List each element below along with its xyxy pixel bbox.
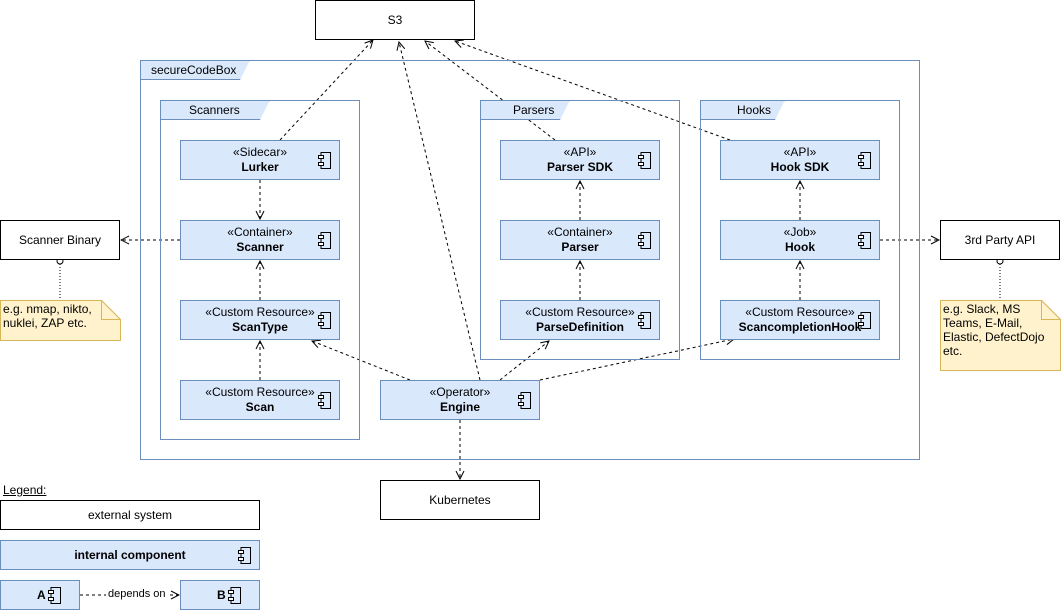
system-boundary: secureCodeBox (140, 60, 920, 460)
api-examples-note: e.g. Slack, MS Teams, E-Mail, Elastic, D… (940, 300, 1060, 370)
scancompletion-hook-stereotype: «Custom Resource» (745, 305, 855, 319)
scan-stereotype: «Custom Resource» (205, 385, 315, 399)
scancompletion-hook-name: ScancompletionHook (738, 320, 862, 334)
component-icon (858, 232, 871, 249)
scanner-stereotype: «Container» (227, 225, 293, 239)
legend-component-b: B (180, 580, 260, 610)
scanner-component[interactable]: «Container» Scanner (180, 220, 340, 260)
legend-b-label: B (217, 587, 226, 602)
package-parsers-label: Parsers (480, 100, 570, 120)
parse-definition-name: ParseDefinition (535, 320, 625, 334)
scantype-component[interactable]: «Custom Resource» ScanType (180, 300, 340, 340)
arrow-lurker-s3 (279, 40, 373, 141)
scanner-examples-note: e.g. nmap, nikto, nuklei, ZAP etc. (0, 300, 120, 340)
scancompletion-hook-component[interactable]: «Custom Resource» ScancompletionHook (720, 300, 880, 340)
parse-definition-component[interactable]: «Custom Resource» ParseDefinition (500, 300, 660, 340)
component-icon (228, 587, 241, 604)
scan-component[interactable]: «Custom Resource» Scan (180, 380, 340, 420)
kubernetes-box[interactable]: Kubernetes (380, 480, 540, 520)
legend-external-system-label: external system (87, 508, 173, 522)
scan-name: Scan (245, 400, 275, 414)
parser-name: Parser (561, 240, 599, 254)
engine-stereotype: «Operator» (429, 385, 491, 399)
package-hooks: Hooks (700, 100, 900, 360)
scanner-note-outline (0, 300, 121, 341)
hook-stereotype: «Job» (783, 225, 817, 239)
api-examples-text: e.g. Slack, MS Teams, E-Mail, Elastic, D… (943, 302, 1045, 358)
hook-sdk-component[interactable]: «API» Hook SDK (720, 140, 880, 180)
scantype-name: ScanType (232, 320, 288, 334)
api-note-outline (940, 300, 1061, 371)
scanner-binary-label: Scanner Binary (18, 233, 102, 247)
legend-internal-component: internal component (0, 540, 260, 570)
legend-depends-on-label: depends on (106, 588, 168, 600)
engine-name: Engine (439, 400, 480, 414)
component-icon (638, 152, 651, 169)
parser-stereotype: «Container» (547, 225, 613, 239)
lurker-component[interactable]: «Sidecar» Lurker (180, 140, 340, 180)
engine-component[interactable]: «Operator» Engine (380, 380, 540, 420)
scanner-binary-box[interactable]: Scanner Binary (0, 220, 120, 260)
parser-sdk-stereotype: «API» (563, 145, 597, 159)
package-hooks-label: Hooks (700, 100, 785, 120)
third-party-api-box[interactable]: 3rd Party API (940, 220, 1060, 260)
legend-internal-component-label: internal component (74, 547, 186, 562)
lurker-stereotype: «Sidecar» (232, 145, 288, 159)
system-boundary-label: secureCodeBox (140, 60, 250, 80)
parser-sdk-name: Parser SDK (546, 160, 614, 174)
s3-box[interactable]: S3 (315, 0, 475, 40)
package-scanners: Scanners (160, 100, 360, 440)
component-icon (638, 312, 651, 329)
component-icon (518, 392, 531, 409)
package-parsers: Parsers (480, 100, 680, 360)
component-icon (318, 232, 331, 249)
scanner-examples-text: e.g. nmap, nikto, nuklei, ZAP etc. (3, 302, 92, 330)
legend-component-a: A (0, 580, 80, 610)
arrow-hooksdk-s3 (455, 41, 731, 141)
parse-definition-stereotype: «Custom Resource» (525, 305, 635, 319)
component-icon (318, 312, 331, 329)
component-icon (318, 392, 331, 409)
component-icon (638, 232, 651, 249)
hook-sdk-stereotype: «API» (783, 145, 817, 159)
arrow-engine-parsedef (499, 341, 549, 381)
legend-external-system: external system (0, 500, 260, 530)
component-icon (858, 152, 871, 169)
lurker-name: Lurker (241, 160, 279, 174)
s3-label: S3 (387, 13, 403, 27)
component-icon (318, 152, 331, 169)
scantype-stereotype: «Custom Resource» (205, 305, 315, 319)
hook-sdk-name: Hook SDK (770, 160, 830, 174)
component-icon (858, 312, 871, 329)
component-icon (48, 587, 61, 604)
hook-name: Hook (785, 240, 815, 254)
package-scanners-label: Scanners (160, 100, 270, 120)
component-icon (238, 547, 251, 564)
legend-a-label: A (37, 587, 46, 602)
arrow-engine-s3 (399, 42, 481, 381)
third-party-api-label: 3rd Party API (964, 233, 1036, 247)
parser-sdk-component[interactable]: «API» Parser SDK (500, 140, 660, 180)
scanner-name: Scanner (236, 240, 284, 254)
legend-title: Legend: (3, 483, 47, 497)
hook-component[interactable]: «Job» Hook (720, 220, 880, 260)
parser-component[interactable]: «Container» Parser (500, 220, 660, 260)
kubernetes-label: Kubernetes (429, 493, 491, 507)
